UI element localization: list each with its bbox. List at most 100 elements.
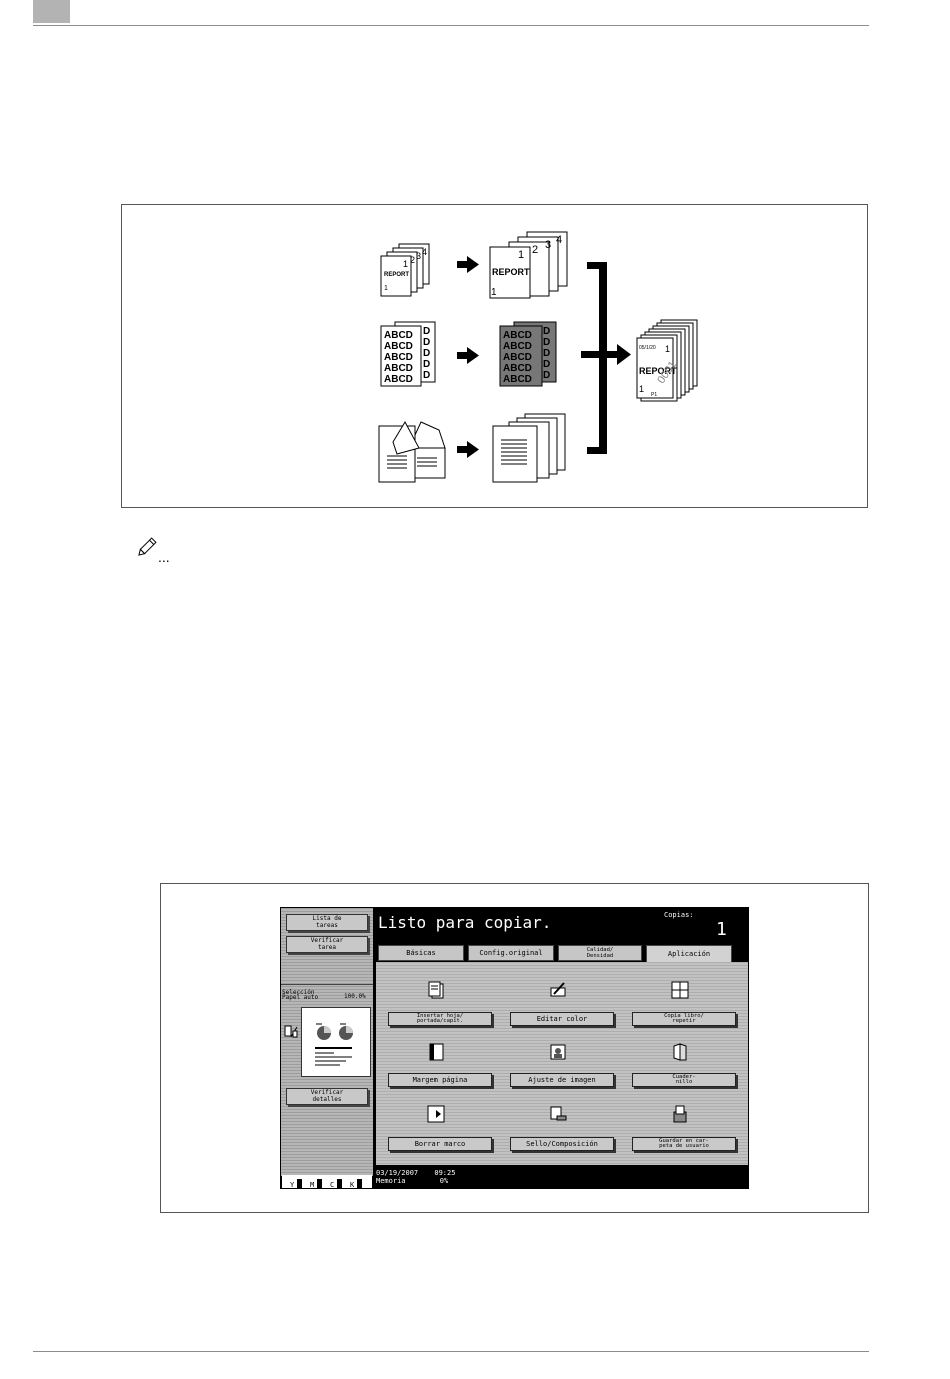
svg-text:D: D [543,359,550,370]
svg-text:ABCD: ABCD [384,352,413,363]
save-user-box-button[interactable]: Guardar en car- peta de usuario [632,1137,736,1151]
svg-text:ABCD: ABCD [503,330,532,341]
svg-text:ABCD: ABCD [503,374,532,385]
memory-label: Memoria [376,1177,406,1185]
frame-erase-button[interactable]: Borrar marco [388,1137,492,1151]
header-tab [33,0,70,23]
insert-sheet-icon [428,981,444,999]
svg-text:D: D [543,337,550,348]
combined-result-stack: 05/1/20 1 REPORT 0001 1 P1 [636,319,698,402]
tab-basicas[interactable]: Básicas [378,945,464,961]
page-margin-button[interactable]: Margem página [388,1073,492,1087]
paper-selection-info: Selección Papel auto 100.0% [282,989,372,1001]
svg-text:ABCD: ABCD [384,374,413,385]
copier-control-panel: Lista de tareas Verificar tarea Selecció… [280,907,749,1189]
svg-text:...: ... [158,549,170,564]
svg-text:2: 2 [532,244,538,256]
edit-color-icon [550,982,566,997]
toner-k-bar [357,1179,362,1188]
stamp-composition-button[interactable]: Sello/Composición [510,1137,614,1151]
svg-text:REPORT: REPORT [492,267,530,277]
diagram-frame [121,204,868,508]
screen-frame [160,883,869,1213]
copies-label: Copias: [664,911,694,919]
svg-text:REPORT: REPORT [384,272,409,278]
page-margin-icon [429,1043,444,1061]
arrow-row1 [457,256,479,273]
date-text: 03/19/2007 [376,1169,419,1177]
svg-text:D: D [423,370,430,381]
booklet-button[interactable]: Cuader- nillo [632,1073,736,1087]
svg-text:ABCD: ABCD [384,341,413,352]
arrow-row3 [457,441,479,458]
svg-text:4: 4 [556,234,562,246]
arrow-row2 [457,347,479,364]
preview-image [315,1023,353,1066]
insert-sheet-button[interactable]: Insertar hoja/ portada/capít. [388,1012,492,1026]
job-list-button[interactable]: Lista de tareas [286,914,368,931]
svg-text:D: D [423,326,430,337]
toner-c-bar [337,1179,342,1188]
check-details-button[interactable]: Verificar detalles [286,1088,368,1105]
svg-text:05/1/20: 05/1/20 [639,345,656,351]
svg-text:ABCD: ABCD [384,330,413,341]
toner-m-label: M [310,1181,314,1189]
check-job-button[interactable]: Verificar tarea [286,936,368,953]
svg-text:D: D [423,359,430,370]
svg-text:1: 1 [639,384,644,394]
tab-config-original[interactable]: Config.original [468,945,554,961]
svg-text:1: 1 [491,287,497,298]
zoom-value: 100.0% [344,993,366,1000]
report-stack-original: 4 3 2 1 REPORT 1 [380,243,430,297]
note-pencil-icon: ... [138,537,170,564]
tab-calidad-densidad[interactable]: Calidad/ Densidad [558,945,642,961]
image-adjust-button[interactable]: Ajuste de imagen [510,1073,614,1087]
stamp-composition-icon [550,1106,567,1121]
combine-bracket [581,262,631,454]
output-preview [301,1007,371,1077]
image-adjust-icon [550,1044,566,1060]
svg-text:1: 1 [384,285,388,292]
paper-line2: Papel auto [282,994,319,1001]
abcd-stack-original: D D D D D ABCD ABCD ABCD ABCD ABCD [380,321,436,387]
edit-color-button[interactable]: Editar color [510,1012,614,1026]
svg-text:ABCD: ABCD [503,341,532,352]
report-stack-result: 4 3 2 1 REPORT 1 [489,231,568,299]
pages-result [492,413,566,483]
paper-line1: Selección [282,989,315,996]
status-bar: Listo para copiar. Copias: 1 [376,909,748,940]
svg-text:D: D [423,337,430,348]
abcd-stack-result: D D D D D ABCD ABCD ABCD ABCD ABCD [499,321,557,387]
svg-text:ABCD: ABCD [503,352,532,363]
book-copy-repeat-button[interactable]: Copia libro/ repetir [632,1012,736,1026]
toner-c-label: C [330,1181,334,1189]
toner-y-label: Y [290,1181,295,1189]
svg-text:1: 1 [518,249,524,261]
footer-rule [33,1351,869,1352]
bottom-status-bar: 03/19/2007 09:25 Memoria 0% [376,1169,748,1189]
svg-text:4: 4 [422,247,427,257]
duplex-icon [284,1025,298,1038]
svg-text:ABCD: ABCD [384,363,413,374]
svg-text:3: 3 [545,239,551,251]
booklet-icon [673,1043,687,1061]
status-title: Listo para copiar. [378,913,552,932]
time-text: 09:25 [434,1169,456,1177]
header-rule [33,25,869,26]
toner-k-label: K [350,1181,355,1189]
tab-aplicacion[interactable]: Aplicación [646,945,732,964]
svg-text:2: 2 [410,255,415,265]
application-diagram: 4 3 2 1 REPORT 1 4 3 2 1 REPORT 1 D D D … [378,231,698,483]
svg-text:D: D [543,348,550,359]
left-panel: Lista de tareas Verificar tarea Selecció… [281,908,373,1176]
copies-value: 1 [716,919,727,940]
book-copy-icon [671,981,689,999]
svg-text:1: 1 [403,259,408,269]
application-functions: Insertar hoja/ portada/capít. Editar col… [376,962,748,1165]
svg-text:3: 3 [416,251,421,261]
svg-text:D: D [543,370,550,381]
save-user-box-icon [673,1105,687,1123]
toner-m-bar [317,1179,322,1188]
folded-pages-original [378,420,446,483]
toner-y-bar [297,1179,302,1188]
